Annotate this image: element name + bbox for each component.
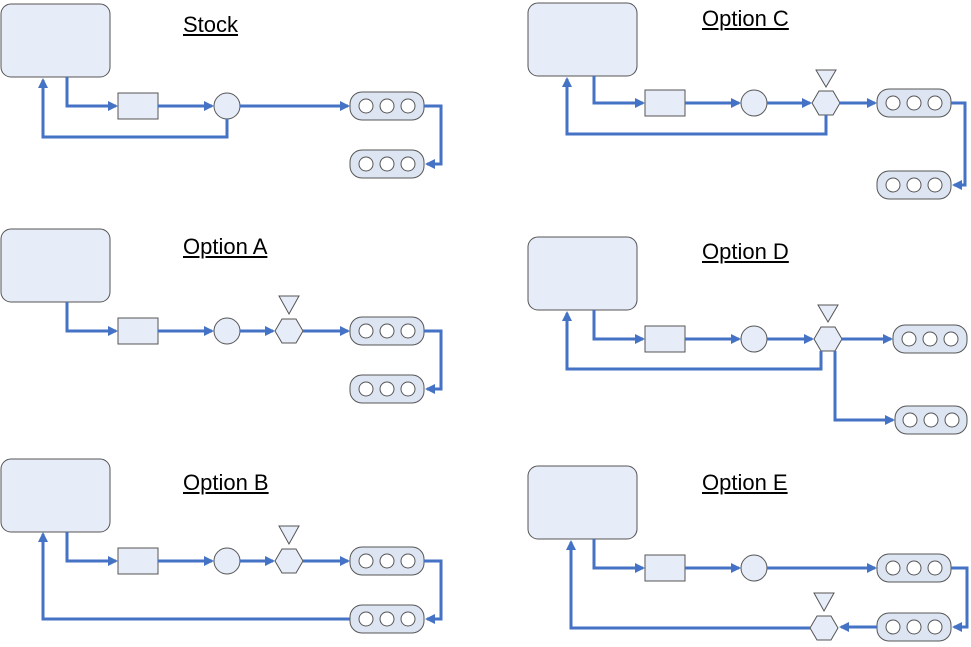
tank-box: [0, 3, 111, 78]
regulator-hexagon: [809, 615, 839, 641]
pressure-gauge-triangle: [278, 525, 300, 546]
pressure-gauge-triangle: [813, 592, 835, 613]
title-option-b: Option B: [183, 470, 269, 495]
fuel-rail: [892, 324, 968, 354]
diagram-option-c: [527, 2, 967, 200]
fuel-rail: [349, 316, 425, 346]
fuel-lines: [38, 532, 443, 624]
fuel-rail: [349, 374, 425, 404]
fuel-rail: [876, 88, 952, 118]
fuel-lines: [38, 77, 443, 169]
filter-box: [644, 554, 686, 582]
pump-circle: [213, 317, 241, 345]
pressure-gauge-triangle: [278, 295, 300, 316]
title-option-a: Option A: [183, 234, 268, 259]
regulator-hexagon: [274, 318, 304, 344]
pump-circle: [213, 92, 241, 120]
fuel-rail: [349, 91, 425, 121]
tank-box: [527, 2, 638, 77]
filter-box: [644, 89, 686, 117]
title-option-c: Option C: [702, 6, 789, 31]
tank-box: [0, 228, 111, 303]
title-option-d: Option D: [702, 239, 789, 264]
diagram-option-a: [0, 228, 443, 404]
filter-box: [117, 317, 159, 345]
fuel-rail: [876, 612, 952, 642]
fuel-rail: [894, 405, 968, 435]
regulator-hexagon: [813, 326, 843, 352]
filter-box: [644, 325, 686, 353]
regulator-hexagon: [274, 548, 304, 574]
filter-box: [117, 92, 159, 120]
fuel-rail: [876, 170, 952, 200]
fuel-rail: [349, 546, 425, 576]
tank-box: [0, 458, 111, 533]
pump-circle: [213, 547, 241, 575]
regulator-hexagon: [811, 90, 841, 116]
tank-box: [527, 236, 638, 311]
pump-circle: [740, 325, 768, 353]
fuel-rail: [876, 553, 952, 583]
diagram-stock: [0, 3, 443, 179]
pump-circle: [740, 89, 768, 117]
filter-box: [117, 547, 159, 575]
title-stock: Stock: [183, 12, 239, 37]
pressure-gauge-triangle: [815, 69, 837, 88]
fuel-lines: [562, 76, 967, 190]
fuel-rail: [349, 604, 425, 634]
title-option-e: Option E: [702, 470, 788, 495]
diagram-option-d: [527, 236, 968, 435]
fuel-lines: [566, 539, 969, 632]
fuel-lines: [65, 302, 443, 394]
diagram-option-e: [527, 465, 969, 642]
pump-circle: [740, 554, 768, 582]
tank-box: [527, 465, 638, 540]
fuel-lines: [562, 310, 895, 425]
fuel-rail: [349, 149, 425, 179]
diagram-option-b: [0, 458, 443, 634]
pressure-gauge-triangle: [817, 304, 839, 323]
